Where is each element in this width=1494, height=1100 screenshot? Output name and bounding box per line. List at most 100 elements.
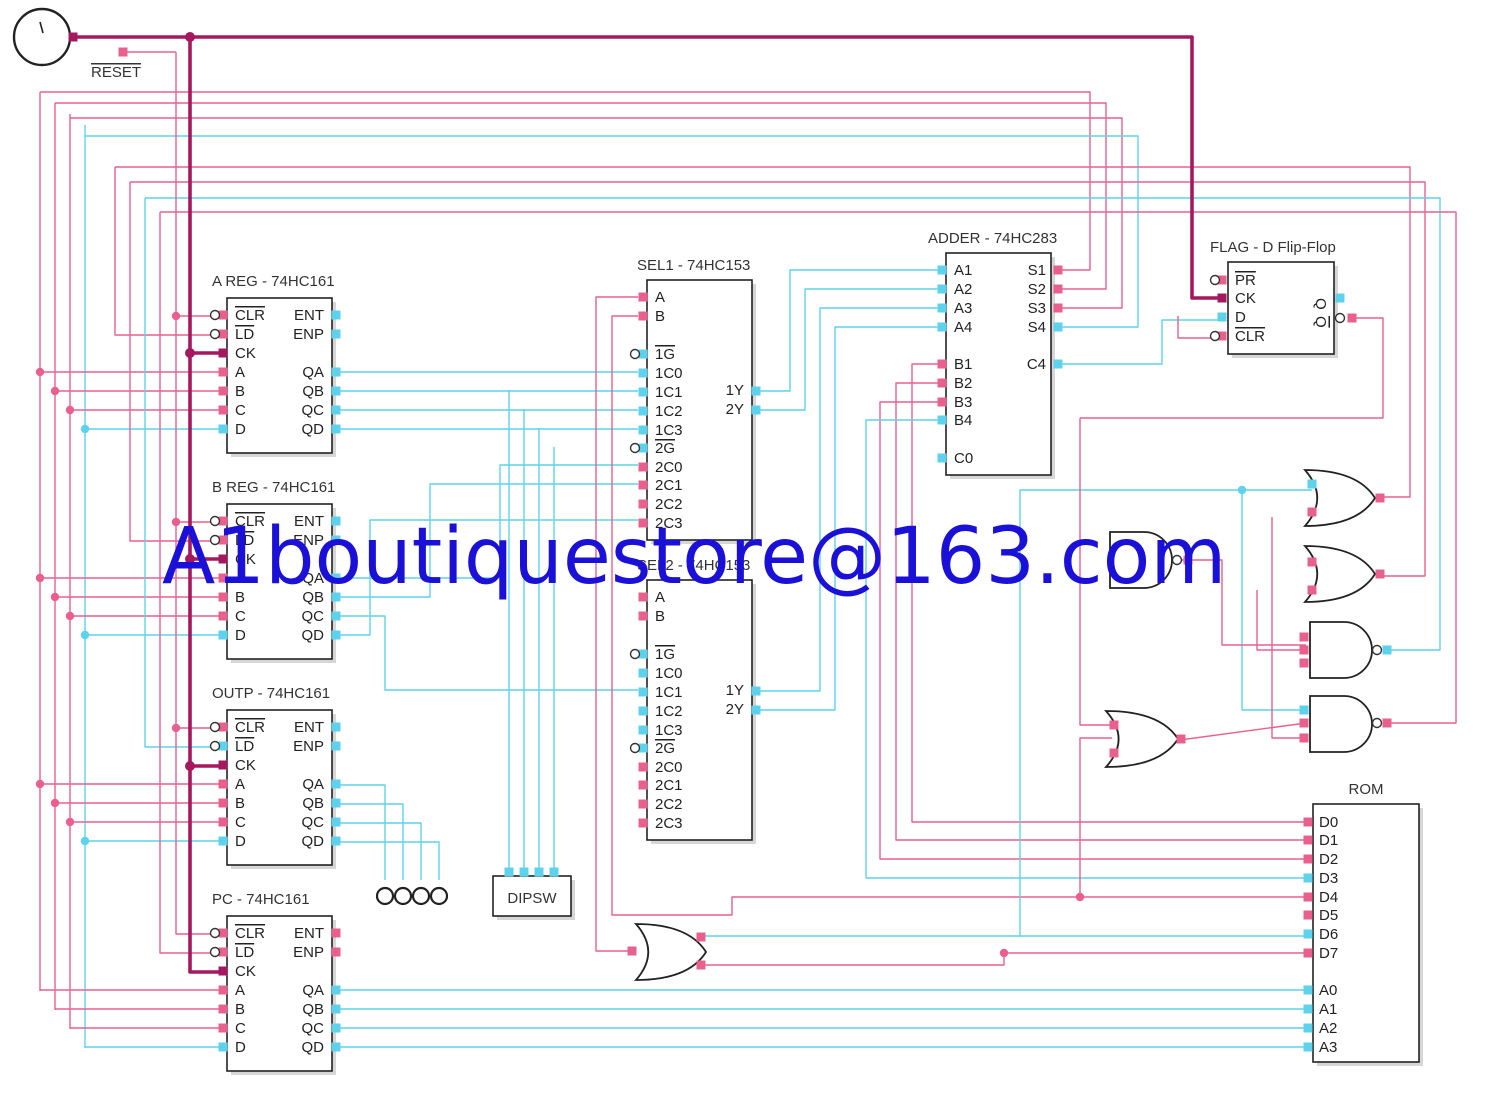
a-reg-pin-c-marker[interactable] (218, 405, 228, 415)
outp-reg-pin-clr-marker[interactable] (218, 722, 228, 732)
adder-pin-b2-marker[interactable] (937, 378, 947, 388)
rom-pin-a3-marker[interactable] (1303, 1042, 1313, 1052)
or-gate-3-in[interactable] (1109, 748, 1119, 758)
dipsw-body[interactable] (492, 875, 572, 917)
sel2-pin-1c2-marker[interactable] (638, 706, 648, 716)
adder-pin-s1-marker[interactable] (1053, 265, 1063, 275)
b-reg-pin-ent-marker[interactable] (331, 516, 341, 526)
b-reg-pin-qc-marker[interactable] (331, 611, 341, 621)
pc-reg-pin-qc-marker[interactable] (331, 1023, 341, 1033)
sel1-pin-2c3-marker[interactable] (638, 518, 648, 528)
b-reg-pin-c-marker[interactable] (218, 611, 228, 621)
rom-pin-d0-marker[interactable] (1303, 817, 1313, 827)
clock-output-marker[interactable] (68, 32, 78, 42)
rom-pin-d7-marker[interactable] (1303, 948, 1313, 958)
nand-gate-2-in[interactable] (1299, 705, 1309, 715)
sel1-pin-1g-marker[interactable] (638, 349, 648, 359)
rom-pin-d4-marker[interactable] (1303, 892, 1313, 902)
sel2-pin-1g-marker[interactable] (638, 649, 648, 659)
flag-pin-q-marker[interactable] (1335, 293, 1345, 303)
or-gate-2-out[interactable] (1375, 569, 1385, 579)
clock-icon[interactable] (12, 7, 72, 67)
sel2-pin-2c3-marker[interactable] (638, 818, 648, 828)
pc-reg-pin-enp-marker[interactable] (331, 947, 341, 957)
a-reg-pin-clr-marker[interactable] (218, 310, 228, 320)
sel2-pin-1c3-marker[interactable] (638, 725, 648, 735)
adder-pin-b3-marker[interactable] (937, 397, 947, 407)
flag-body[interactable] (1227, 261, 1335, 355)
nand-gate-1-in[interactable] (1299, 658, 1309, 668)
sel1-pin-b-marker[interactable] (638, 311, 648, 321)
pc-reg-pin-qa-marker[interactable] (331, 985, 341, 995)
b-reg-pin-ck-marker[interactable] (218, 554, 228, 564)
pc-reg-pin-ent-marker[interactable] (331, 928, 341, 938)
pc-reg-pin-qd-marker[interactable] (331, 1042, 341, 1052)
adder-body[interactable] (945, 252, 1052, 476)
a-reg-pin-b-marker[interactable] (218, 386, 228, 396)
or-gate-1-out[interactable] (1375, 493, 1385, 503)
nand-gate-2-in[interactable] (1299, 733, 1309, 743)
outp-reg-pin-c-marker[interactable] (218, 817, 228, 827)
pc-reg-pin-b-marker[interactable] (218, 1004, 228, 1014)
or-gate-3-in[interactable] (1109, 720, 1119, 730)
or-gate-4-out[interactable] (627, 946, 637, 956)
sel2-pin-2y-marker[interactable] (751, 705, 761, 715)
rom-pin-a1-marker[interactable] (1303, 1004, 1313, 1014)
or-gate-4-in[interactable] (696, 932, 706, 942)
outp-reg-pin-qb-marker[interactable] (331, 798, 341, 808)
b-reg-pin-enp-marker[interactable] (331, 535, 341, 545)
outp-reg-pin-qd-marker[interactable] (331, 836, 341, 846)
pc-reg-pin-ld-marker[interactable] (218, 947, 228, 957)
dipsw-pin-marker-0[interactable] (504, 867, 514, 877)
b-reg-pin-a-marker[interactable] (218, 573, 228, 583)
a-reg-pin-enp-marker[interactable] (331, 329, 341, 339)
sel2-pin-b-marker[interactable] (638, 611, 648, 621)
adder-pin-c0-marker[interactable] (937, 453, 947, 463)
or-gate-3[interactable] (1103, 710, 1180, 768)
pc-reg-pin-qb-marker[interactable] (331, 1004, 341, 1014)
and-gate-1[interactable] (1109, 531, 1173, 589)
rom-pin-d6-marker[interactable] (1303, 929, 1313, 939)
outp-reg-pin-d-marker[interactable] (218, 836, 228, 846)
adder-pin-b1-marker[interactable] (937, 359, 947, 369)
sel2-pin-2c0-marker[interactable] (638, 762, 648, 772)
rom-pin-a2-marker[interactable] (1303, 1023, 1313, 1033)
b-reg-pin-qa-marker[interactable] (331, 573, 341, 583)
sel2-pin-1c0-marker[interactable] (638, 668, 648, 678)
adder-pin-a2-marker[interactable] (937, 284, 947, 294)
or-gate-2[interactable] (1303, 545, 1377, 603)
or-gate-4-in[interactable] (696, 960, 706, 970)
adder-pin-s4-marker[interactable] (1053, 322, 1063, 332)
outp-reg-pin-b-marker[interactable] (218, 798, 228, 808)
a-reg-pin-qc-marker[interactable] (331, 405, 341, 415)
or-gate-4[interactable] (634, 923, 708, 981)
b-reg-pin-qd-marker[interactable] (331, 630, 341, 640)
adder-pin-a4-marker[interactable] (937, 322, 947, 332)
a-reg-pin-qb-marker[interactable] (331, 386, 341, 396)
pc-reg-pin-d-marker[interactable] (218, 1042, 228, 1052)
nand-gate-2-out[interactable] (1382, 718, 1392, 728)
or-gate-1[interactable] (1303, 469, 1377, 527)
sel1-pin-2g-marker[interactable] (638, 443, 648, 453)
pc-reg-pin-c-marker[interactable] (218, 1023, 228, 1033)
rom-body[interactable] (1312, 803, 1420, 1063)
nand-gate-2[interactable] (1309, 695, 1373, 753)
sel1-body[interactable] (646, 279, 753, 541)
outp-reg-pin-ck-marker[interactable] (218, 760, 228, 770)
or-gate-2-in[interactable] (1307, 585, 1317, 595)
b-reg-pin-b-marker[interactable] (218, 592, 228, 602)
b-reg-pin-d-marker[interactable] (218, 630, 228, 640)
outp-reg-pin-enp-marker[interactable] (331, 741, 341, 751)
b-reg-pin-qb-marker[interactable] (331, 592, 341, 602)
adder-pin-a1-marker[interactable] (937, 265, 947, 275)
or-gate-1-in[interactable] (1307, 479, 1317, 489)
outp-reg-pin-ent-marker[interactable] (331, 722, 341, 732)
sel2-pin-2c1-marker[interactable] (638, 780, 648, 790)
sel1-pin-1c2-marker[interactable] (638, 406, 648, 416)
b-reg-pin-ld-marker[interactable] (218, 535, 228, 545)
adder-pin-a3-marker[interactable] (937, 303, 947, 313)
a-reg-pin-qd-marker[interactable] (331, 424, 341, 434)
sel1-pin-2c2-marker[interactable] (638, 499, 648, 509)
sel1-pin-2c1-marker[interactable] (638, 480, 648, 490)
nand-gate-1[interactable] (1309, 621, 1373, 679)
